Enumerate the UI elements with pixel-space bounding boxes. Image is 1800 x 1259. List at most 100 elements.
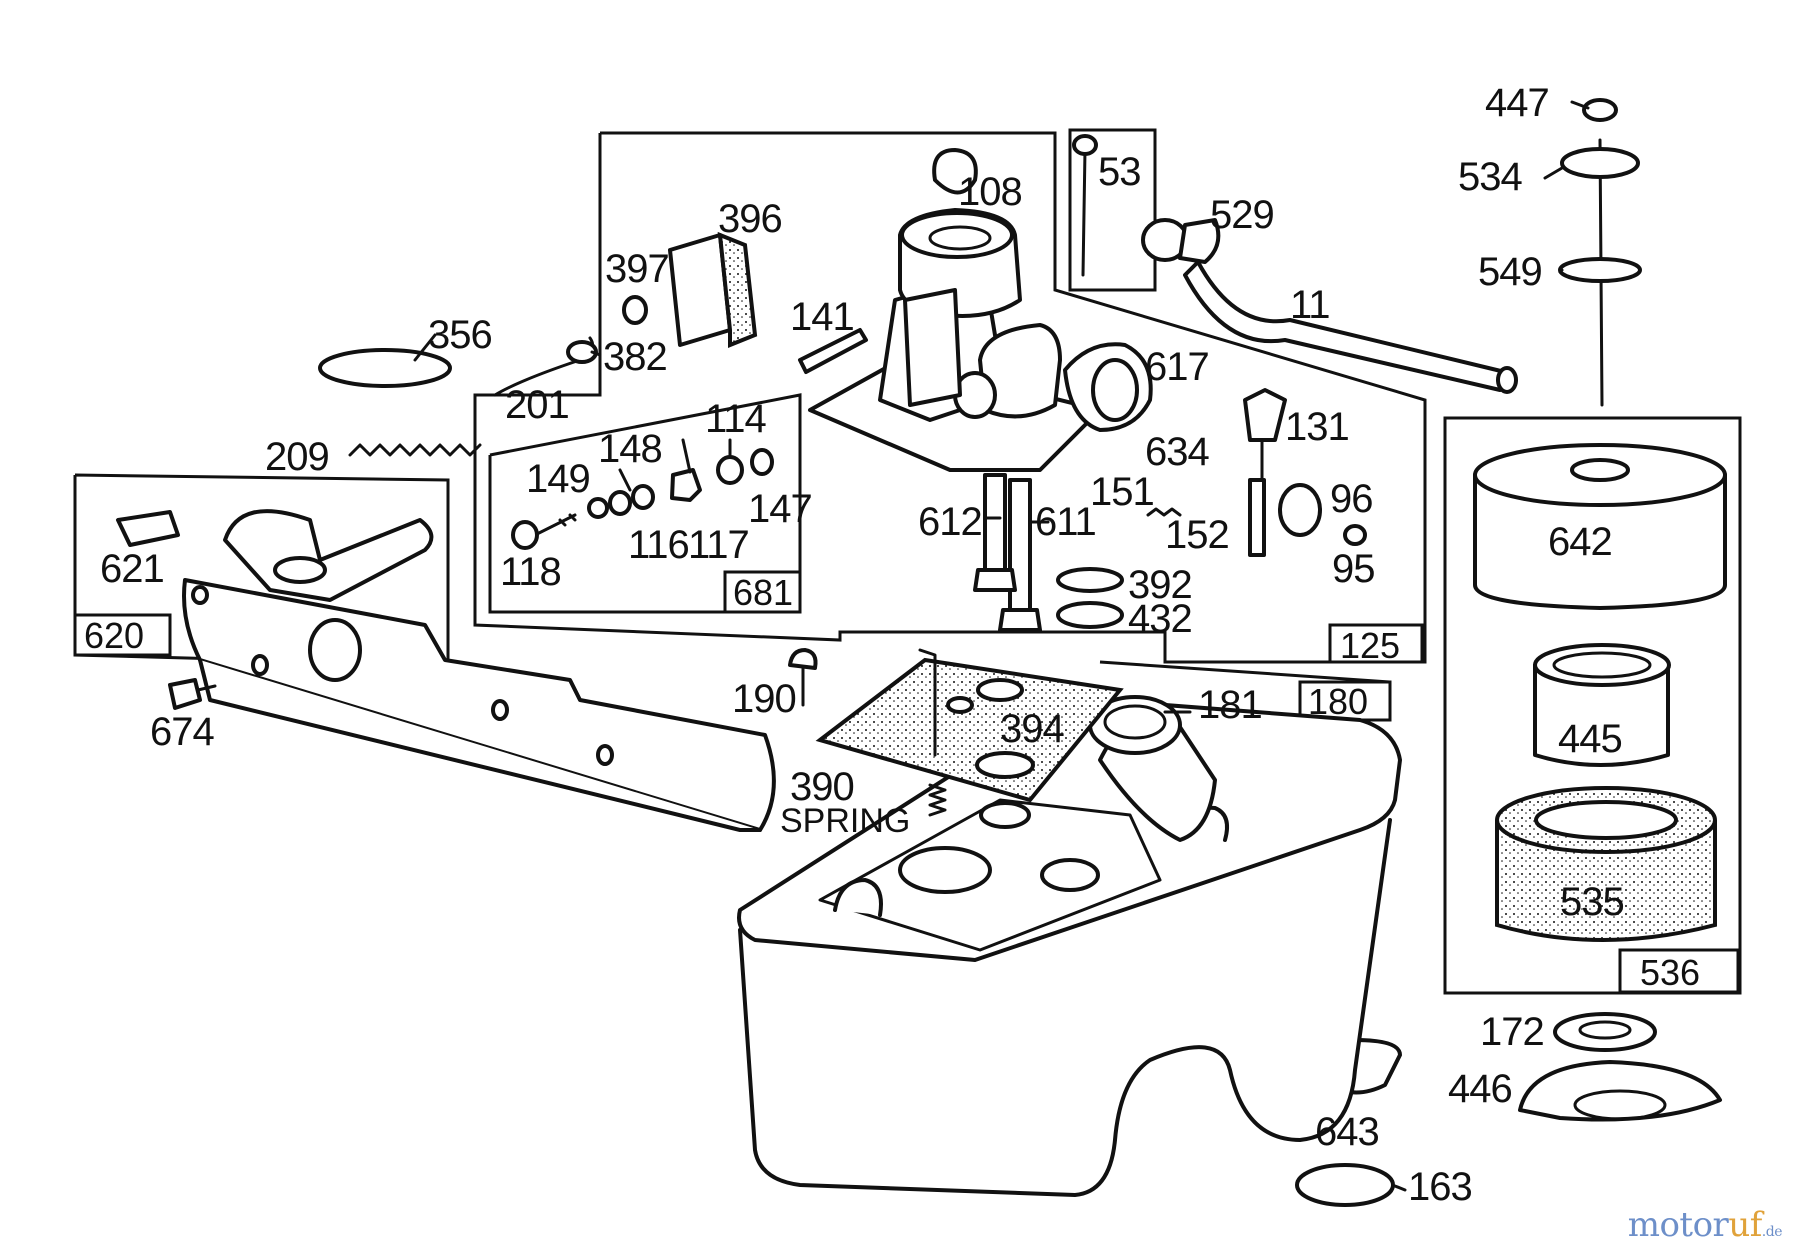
- part-612: [983, 473, 1007, 582]
- callout-534: 534: [1458, 155, 1522, 199]
- callout-190: 190: [732, 677, 796, 721]
- callout-201: 201: [505, 383, 569, 427]
- part-148: [631, 484, 655, 510]
- part-611-hex: [998, 608, 1042, 632]
- part-535: [1495, 820, 1717, 942]
- part-141: [798, 328, 868, 374]
- part-394-hole-1: [976, 678, 1024, 702]
- leader-534: [1543, 166, 1564, 180]
- bracket-hole: [308, 618, 362, 682]
- leader-356: [413, 333, 437, 362]
- part-116: [608, 490, 632, 516]
- callout-114: 114: [705, 397, 767, 441]
- part-151: [1146, 507, 1182, 517]
- leader-163: [1393, 1184, 1407, 1192]
- part-445: [1533, 663, 1670, 767]
- fuel-tank-180: [737, 698, 1402, 1197]
- part-394-hole-3: [946, 696, 974, 714]
- callout-396: 396: [718, 197, 782, 241]
- callout-108: 108: [958, 170, 1022, 214]
- part-172: [1553, 1012, 1657, 1052]
- motoruf-watermark-logo: motoruf.de: [1627, 1205, 1783, 1245]
- callout-432: 432: [1128, 597, 1192, 641]
- part-53-callout-box: [1068, 128, 1157, 292]
- part-117: [670, 468, 702, 502]
- callout-96: 96: [1330, 477, 1373, 521]
- callout-447: 447: [1485, 81, 1549, 125]
- callout-151: 151: [1090, 470, 1154, 514]
- part-534: [1560, 147, 1640, 179]
- callout-148: 148: [598, 427, 662, 471]
- tank-ear: [833, 878, 883, 917]
- callout-125: 125: [1340, 625, 1400, 666]
- bracket-hole-5: [191, 585, 209, 605]
- callout-446: 446: [1448, 1067, 1512, 1111]
- callout-674: 674: [150, 710, 214, 754]
- part-394-hole-2: [975, 751, 1035, 779]
- part-114: [716, 455, 744, 485]
- part-108: [932, 148, 978, 195]
- callout-53: 53: [1098, 150, 1141, 194]
- bracket-hole-2: [251, 654, 269, 676]
- callout-117: 117: [688, 523, 749, 567]
- tank-rim: [737, 698, 1402, 962]
- leader-549: [1558, 268, 1564, 274]
- callout-529: 529: [1210, 193, 1274, 237]
- leader-148: [618, 468, 632, 492]
- callout-116: 116: [628, 523, 689, 567]
- kit-tab-125: [1328, 623, 1424, 664]
- control-bracket-620: [182, 509, 776, 832]
- tank-port-3: [979, 801, 1031, 829]
- callout-141: 141: [790, 295, 854, 339]
- carburetor-body: [808, 208, 1102, 472]
- callout-131: 131: [1285, 405, 1349, 449]
- callout-643: 643: [1315, 1110, 1379, 1154]
- part-529-bend: [1178, 218, 1221, 264]
- callout-536: 536: [1640, 952, 1700, 993]
- callout-95: 95: [1332, 547, 1375, 591]
- bracket-hole-3: [491, 699, 509, 721]
- part-642: [1473, 473, 1727, 610]
- callout-390: 390: [790, 765, 854, 809]
- part-397-screw: [622, 295, 648, 325]
- callout-681: 681: [733, 572, 793, 613]
- part-674-shank: [196, 684, 217, 692]
- watermark-main: motor: [1627, 1205, 1729, 1245]
- callout-392: 392: [1128, 563, 1192, 607]
- kit-tab-620: [73, 613, 172, 657]
- part-549: [1558, 257, 1642, 283]
- leader-447: [1570, 100, 1590, 110]
- callout-spring: SPRING: [780, 802, 910, 840]
- part-617-bore: [1091, 358, 1139, 422]
- callout-382: 382: [603, 335, 667, 379]
- part-11: [1183, 260, 1507, 392]
- part-445-inner: [1552, 651, 1652, 679]
- part-147: [750, 448, 774, 476]
- part-131: [1243, 388, 1287, 442]
- callout-612: 612: [918, 500, 982, 544]
- part-95: [1343, 524, 1367, 546]
- part-118: [533, 513, 577, 537]
- callout-445: 445: [1558, 717, 1622, 761]
- callout-152: 152: [1165, 513, 1229, 557]
- callout-620: 620: [84, 615, 144, 656]
- bracket-pivot: [273, 556, 327, 584]
- callout-labels: 447 534 549 53 108 396 397 529 11 356 38…: [84, 81, 1700, 1209]
- part-535-hole: [1534, 800, 1678, 840]
- part-152: [1248, 478, 1266, 557]
- leader-117: [681, 438, 692, 474]
- air-filter-assembly: [1473, 98, 1727, 942]
- callout-642: 642: [1548, 520, 1612, 564]
- carb-window: [903, 288, 962, 407]
- leader-lines: [413, 100, 1590, 1192]
- part-163: [1295, 1163, 1395, 1207]
- part-149: [587, 497, 609, 519]
- part-190: [788, 648, 818, 670]
- callout-356: 356: [428, 313, 492, 357]
- callout-172: 172: [1480, 1010, 1544, 1054]
- callout-634: 634: [1145, 430, 1209, 474]
- carb-upper-bore: [928, 225, 992, 251]
- callout-549: 549: [1478, 250, 1542, 294]
- callout-209: 209: [265, 435, 329, 479]
